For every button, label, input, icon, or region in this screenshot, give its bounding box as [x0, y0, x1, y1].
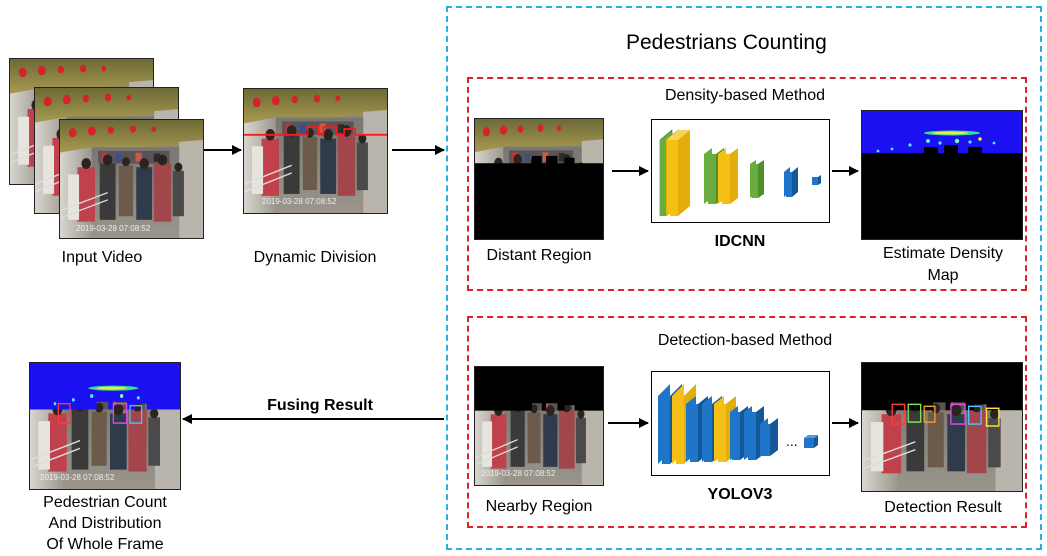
yolov3-network-box: ...	[651, 371, 830, 476]
output-label-line2: And Distribution	[48, 515, 162, 532]
pedestrians-counting-box	[446, 6, 1042, 550]
frame-timestamp: 2019-03-28 07:08:52	[481, 469, 556, 478]
density-map-label-line2: Map	[927, 267, 959, 284]
dynamic-division-label: Dynamic Division	[253, 249, 377, 266]
detection-result-frame	[861, 362, 1023, 492]
density-map-frame	[861, 110, 1023, 240]
yolov3-ellipsis: ...	[786, 433, 798, 449]
detection-result-label: Detection Result	[884, 499, 1002, 516]
distant-region-frame	[474, 118, 604, 240]
dynamic-division-frame: 2019-03-28 07:08:52	[243, 88, 388, 214]
density-method-box	[467, 77, 1027, 291]
density-hotspots	[876, 130, 996, 153]
fusing-result-label: Fusing Result	[267, 397, 373, 414]
detection-method-box	[467, 316, 1027, 528]
idcnn-label: IDCNN	[714, 233, 766, 250]
idcnn-layers	[659, 129, 821, 217]
input-video-label: Input Video	[61, 249, 143, 266]
frame-timestamp: 2019-03-28 07:08:52	[262, 197, 337, 206]
density-method-title: Density-based Method	[664, 87, 826, 104]
division-line	[244, 126, 387, 136]
yolov3-label: YOLOV3	[707, 486, 773, 503]
detection-method-title: Detection-based Method	[657, 332, 833, 349]
yolov3-layers	[658, 384, 818, 464]
density-map-label-line1: Estimate Density	[882, 245, 1004, 262]
output-label-line1: Pedestrian Count	[43, 494, 167, 511]
video-frame-front: 2019-03-28 07:08:52	[59, 119, 204, 239]
nearby-region-label: Nearby Region	[485, 498, 593, 515]
output-label-line3: Of Whole Frame	[46, 536, 164, 553]
frame-timestamp: 2019-03-28 07:08:52	[76, 224, 151, 233]
nearby-region-frame: 2019-03-28 07:08:52	[474, 366, 604, 486]
pedestrians-counting-title: Pedestrians Counting	[626, 31, 827, 54]
frame-timestamp: 2019-03-28 07:08:52	[40, 473, 115, 482]
detection-boxes	[891, 403, 1000, 427]
whole-frame-output: 2019-03-28 07:08:52	[29, 362, 181, 490]
idcnn-network-box	[651, 119, 830, 223]
distant-region-label: Distant Region	[486, 247, 592, 264]
